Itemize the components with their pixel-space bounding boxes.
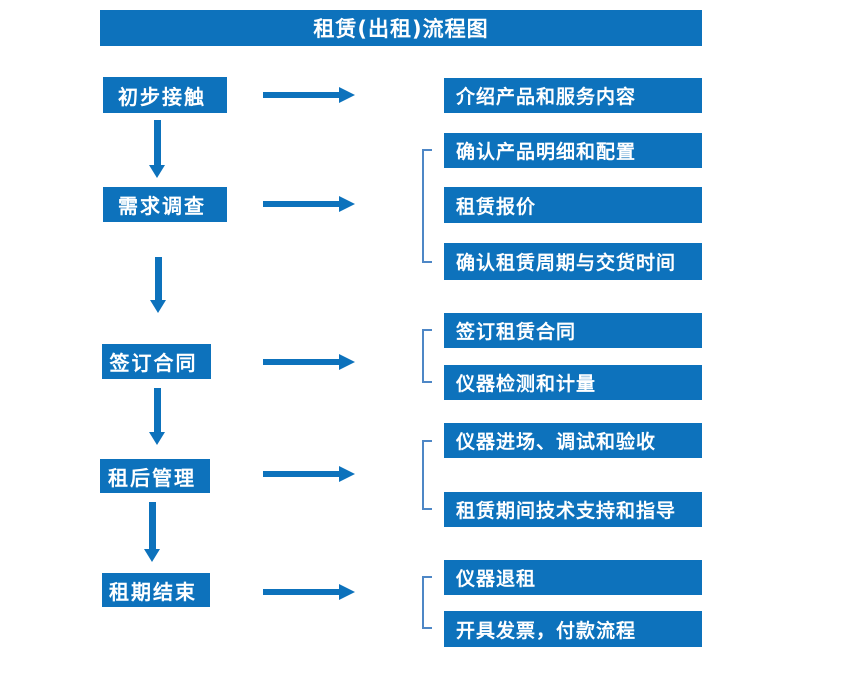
down-arrow-icon [144, 502, 161, 562]
right-arrow-icon [263, 466, 355, 482]
output-box-rental-tech-support: 租赁期间技术支持和指导 [444, 492, 702, 527]
arrow-head [339, 196, 355, 212]
right-arrow-icon [263, 87, 355, 103]
down-arrow-icon [149, 388, 166, 445]
flowchart-title: 租赁(出租)流程图 [100, 10, 702, 46]
down-arrow-icon [150, 257, 167, 313]
right-arrow-icon [263, 584, 355, 600]
stage-box-initial-contact: 初步接触 [103, 77, 227, 113]
arrow-head [150, 300, 166, 313]
stage-box-contract-signing: 签订合同 [102, 344, 211, 379]
arrow-head [149, 432, 165, 445]
arrow-shaft [263, 589, 340, 595]
arrow-shaft [154, 120, 161, 166]
group-bracket [422, 440, 432, 510]
output-box-instrument-return: 仪器退租 [444, 560, 702, 595]
stage-box-rental-period-end: 租期结束 [102, 573, 210, 607]
arrow-shaft [149, 502, 156, 550]
arrow-shaft [263, 359, 340, 365]
arrow-head [339, 584, 355, 600]
arrow-shaft [263, 201, 340, 207]
group-bracket [422, 576, 432, 629]
arrow-head [339, 466, 355, 482]
output-box-confirm-rental-period-delivery: 确认租赁周期与交货时间 [444, 243, 702, 280]
down-arrow-icon [149, 120, 166, 178]
group-bracket [422, 149, 432, 263]
arrow-shaft [155, 257, 162, 301]
output-box-instrument-testing-metering: 仪器检测和计量 [444, 365, 702, 400]
arrow-shaft [154, 388, 161, 433]
output-box-sign-rental-contract: 签订租赁合同 [444, 313, 702, 348]
stage-box-post-rental-management: 租后管理 [100, 459, 210, 493]
arrow-head [339, 354, 355, 370]
output-box-confirm-product-details: 确认产品明细和配置 [444, 133, 702, 168]
arrow-shaft [263, 92, 340, 98]
right-arrow-icon [263, 354, 355, 370]
output-box-introduce-products-services: 介绍产品和服务内容 [444, 78, 702, 113]
stage-box-demand-survey: 需求调查 [103, 187, 227, 222]
arrow-head [144, 549, 160, 562]
output-box-rental-quote: 租赁报价 [444, 187, 702, 223]
arrow-shaft [263, 471, 340, 477]
arrow-head [149, 165, 165, 178]
output-box-invoice-payment: 开具发票，付款流程 [444, 611, 702, 647]
right-arrow-icon [263, 196, 355, 212]
group-bracket [422, 329, 432, 383]
output-box-instrument-setup-acceptance: 仪器进场、调试和验收 [444, 423, 702, 458]
arrow-head [339, 87, 355, 103]
